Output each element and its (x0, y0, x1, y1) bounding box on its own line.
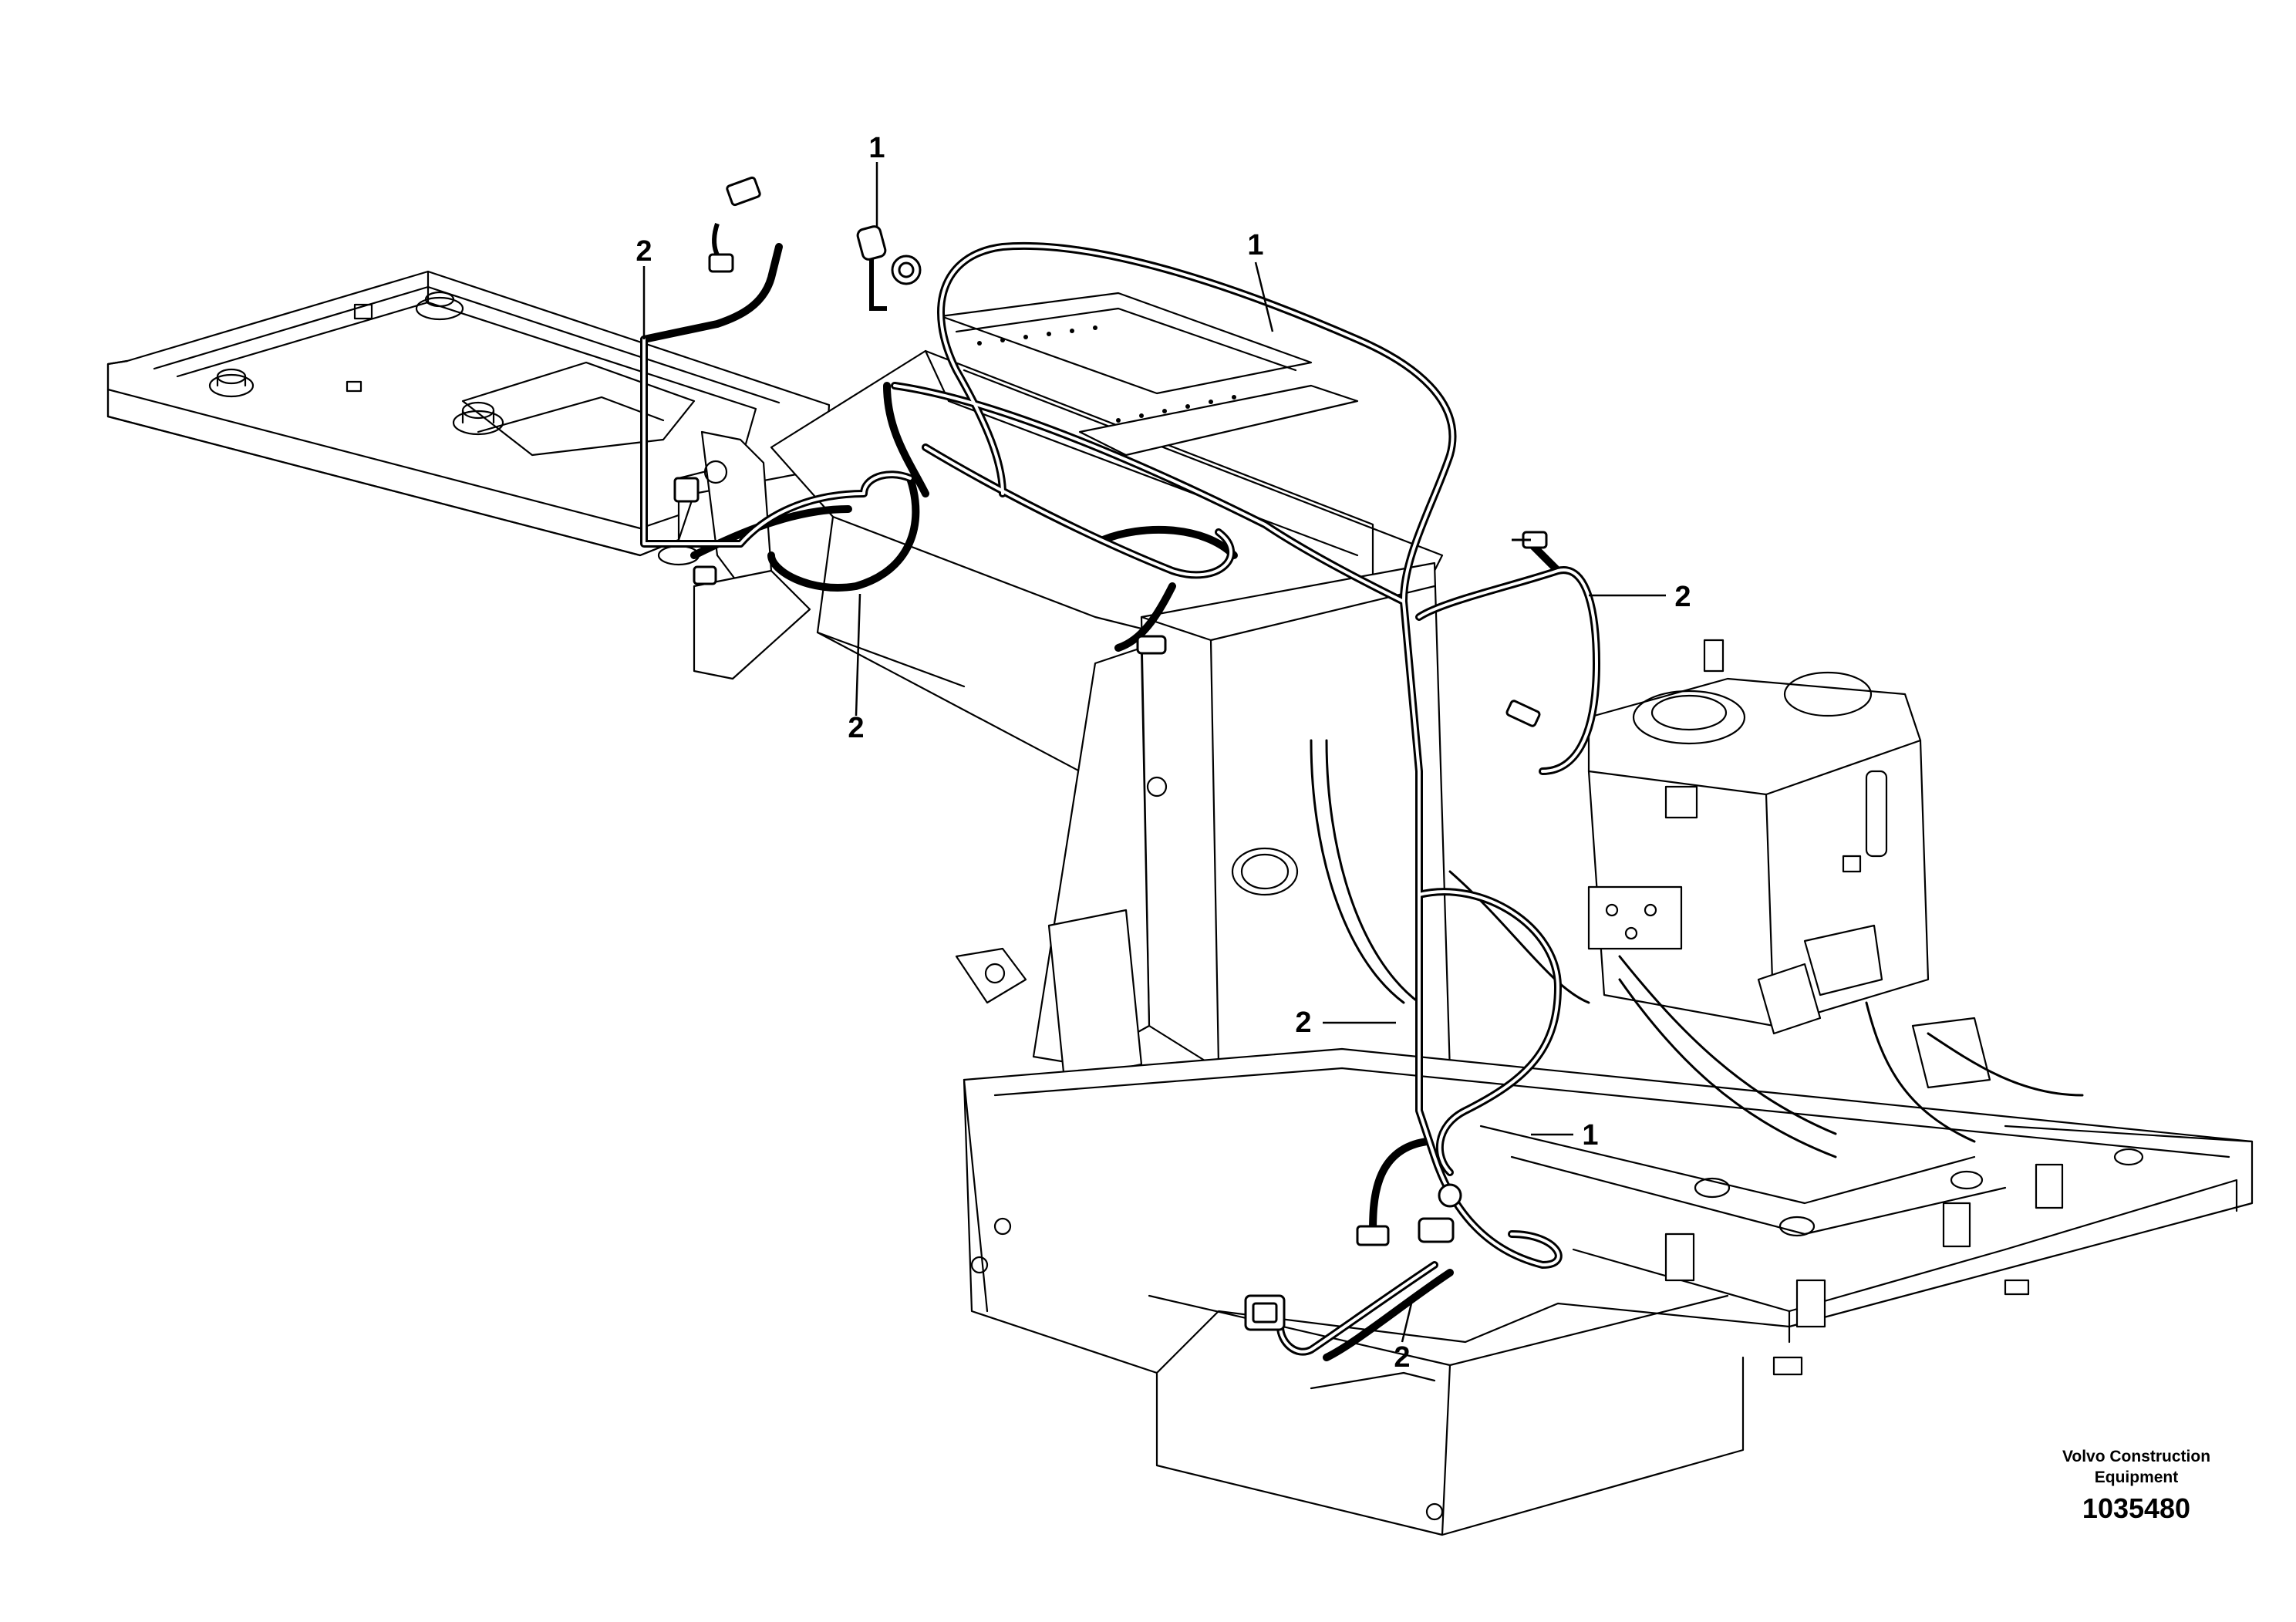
connector-tower-lower (1356, 1183, 1462, 1246)
front-tower (955, 561, 1451, 1097)
brand-name-line2: Equipment (2094, 1469, 2179, 1486)
callout-2: 2 (1674, 581, 1691, 613)
brand-name: Volvo Construction (2062, 1448, 2211, 1465)
rubber-mount-3 (415, 291, 464, 321)
rubber-mount-1 (208, 368, 255, 398)
connectors (673, 176, 1548, 1331)
rubber-mount-2 (452, 401, 504, 436)
harness-cables (640, 241, 1600, 1361)
callout-1: 1 (1247, 229, 1264, 261)
connector-top-center (856, 225, 922, 311)
connector-top-left (708, 176, 761, 273)
callout-2: 2 (848, 712, 865, 744)
leader-c3 (1254, 261, 1274, 332)
leader-lines (642, 162, 1666, 1343)
rear-frame (106, 270, 831, 680)
connector-right-upper (1512, 531, 1548, 549)
connector-left-frame (673, 477, 717, 585)
callout-2: 2 (1295, 1007, 1312, 1039)
leader-c5 (855, 593, 861, 717)
front-frame (963, 1047, 2254, 1536)
callout-1: 1 (868, 132, 885, 164)
callout-2: 2 (1394, 1341, 1411, 1374)
part-number: 1035480 (2082, 1492, 2191, 1524)
callout-1: 1 (1582, 1119, 1599, 1152)
leader-c8 (1401, 1303, 1413, 1343)
connector-right-lower (1505, 700, 1541, 727)
callout-2: 2 (636, 235, 652, 268)
hydraulic-tank (1587, 639, 2084, 1158)
connector-bottom-box (1244, 1294, 1286, 1331)
connector-boom (1136, 635, 1167, 655)
